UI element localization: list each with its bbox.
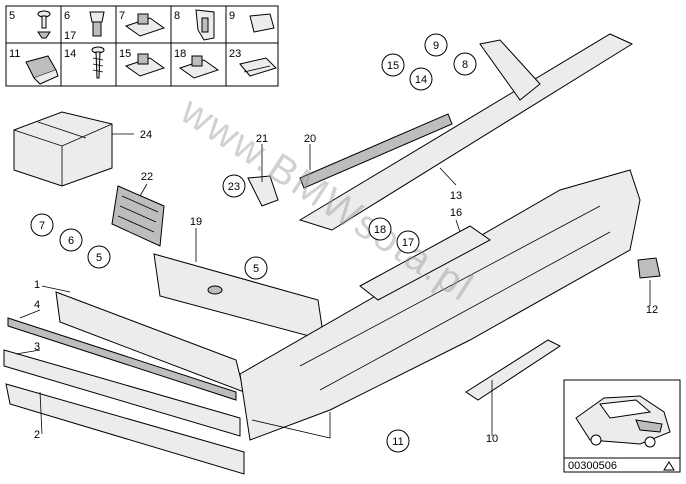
rubber-buffer-icon bbox=[249, 13, 275, 33]
circled-callout: 17 bbox=[396, 230, 420, 254]
part-20-strip bbox=[299, 113, 453, 189]
part-2-cover bbox=[5, 383, 245, 475]
part-21-clip bbox=[247, 175, 279, 207]
legend-label: 14 bbox=[64, 48, 76, 60]
svg-text:15: 15 bbox=[387, 60, 399, 72]
bracket-clip-icon bbox=[25, 55, 59, 85]
legend-label: 23 bbox=[229, 48, 241, 60]
callout-label: 22 bbox=[141, 171, 153, 183]
push-rivet-icon bbox=[37, 10, 51, 39]
leader-lines bbox=[15, 133, 651, 436]
svg-text:5: 5 bbox=[253, 263, 259, 275]
part-24-box bbox=[13, 111, 113, 187]
legend-label-secondary: 17 bbox=[64, 30, 76, 42]
circled-callout: 11 bbox=[386, 429, 410, 453]
svg-text:23: 23 bbox=[228, 181, 240, 193]
main-bumper-shell bbox=[239, 169, 641, 441]
callout-label: 19 bbox=[190, 216, 202, 228]
circled-callout: 5 bbox=[87, 245, 111, 269]
circled-callout: 6 bbox=[59, 228, 83, 252]
svg-text:11: 11 bbox=[392, 436, 403, 448]
part-3-moulding bbox=[3, 349, 241, 437]
clip-nut-icon bbox=[178, 55, 220, 79]
part-10-trim bbox=[465, 339, 561, 401]
callout-label: 1 bbox=[34, 279, 40, 291]
callout-label: 13 bbox=[450, 190, 462, 202]
svg-text:5: 5 bbox=[96, 252, 102, 264]
callout-label: 20 bbox=[304, 133, 316, 145]
callout-label: 10 bbox=[486, 433, 498, 445]
part-19-bracket bbox=[153, 253, 325, 341]
circled-callout: 14 bbox=[409, 67, 433, 91]
triangle-icon bbox=[663, 461, 675, 471]
doc-number: 00300506 bbox=[568, 460, 617, 472]
circled-callout: 23 bbox=[222, 174, 246, 198]
callout-label: 3 bbox=[34, 341, 40, 353]
part-13-spoiler bbox=[298, 33, 634, 231]
circled-callout: 9 bbox=[424, 33, 448, 57]
svg-text:9: 9 bbox=[433, 40, 439, 52]
adhesive-pad-icon bbox=[239, 57, 277, 77]
legend-label: 9 bbox=[229, 10, 235, 22]
part-16-bracket bbox=[359, 225, 491, 301]
circled-callouts: 7 6 5 5 23 18 17 15 bbox=[30, 33, 477, 453]
circled-callout: 5 bbox=[244, 256, 268, 280]
callout-label: 24 bbox=[140, 129, 152, 141]
legend-label: 6 bbox=[64, 10, 70, 22]
small-parts-legend: 5 6 17 7 8 9 11 14 15 18 23 bbox=[5, 5, 279, 87]
legend-label: 11 bbox=[9, 48, 20, 60]
svg-text:7: 7 bbox=[39, 220, 45, 232]
callout-label: 16 bbox=[450, 207, 462, 219]
vehicle-thumbnail bbox=[563, 379, 681, 459]
svg-text:8: 8 bbox=[462, 59, 468, 71]
screw-icon bbox=[91, 46, 105, 79]
clip-nut-icon bbox=[124, 13, 166, 37]
plain-callouts: 24 22 19 1 4 3 2 21 20 13 16 12 10 bbox=[34, 129, 658, 445]
circled-callout: 18 bbox=[368, 217, 392, 241]
legend-label: 7 bbox=[119, 10, 125, 22]
bracket-clip-icon bbox=[195, 9, 215, 41]
legend-label: 15 bbox=[119, 48, 131, 60]
legend-label: 5 bbox=[9, 10, 15, 22]
expanding-nut-icon bbox=[89, 11, 105, 37]
part-22-grille bbox=[111, 185, 165, 247]
callout-label: 4 bbox=[34, 299, 40, 311]
part-12-clip bbox=[637, 257, 661, 279]
doc-number-box bbox=[563, 457, 681, 473]
callout-label: 21 bbox=[256, 133, 268, 145]
circled-callout: 8 bbox=[453, 52, 477, 76]
legend-label: 18 bbox=[174, 48, 186, 60]
bumper-trim-strips bbox=[3, 291, 245, 475]
circled-callout: 15 bbox=[381, 53, 405, 77]
svg-text:17: 17 bbox=[402, 237, 414, 249]
clip-nut-icon bbox=[124, 53, 166, 77]
legend-label: 8 bbox=[174, 10, 180, 22]
part-4-strip bbox=[7, 317, 237, 401]
svg-text:6: 6 bbox=[68, 235, 74, 247]
callout-label: 12 bbox=[646, 304, 658, 316]
svg-text:18: 18 bbox=[374, 224, 386, 236]
circled-callout: 7 bbox=[30, 213, 54, 237]
callout-label: 2 bbox=[34, 429, 40, 441]
svg-text:14: 14 bbox=[415, 74, 427, 86]
